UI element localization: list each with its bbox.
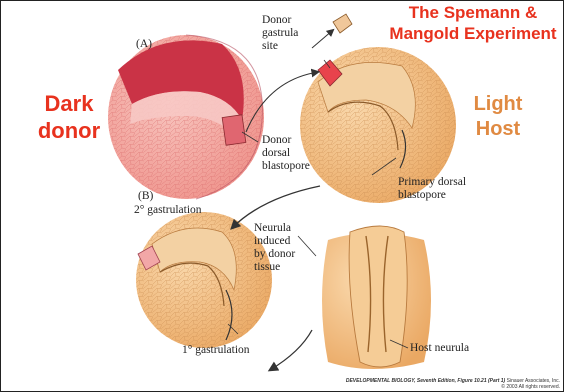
figure-title: The Spemann & Mangold Experiment [388, 2, 558, 44]
light-host-line-2: Host [458, 117, 538, 142]
light-host-line-1: Light [458, 92, 538, 117]
donor-dorsal-blastopore-label: Donor dorsal blastopore [262, 134, 310, 173]
donor-dorsal-blastopore-line-2: dorsal [262, 147, 310, 160]
donor-gastrula-site-label: Donor gastrula site [262, 14, 298, 53]
credit-book: DEVELOPMENTAL BIOLOGY, Seventh Edition, … [346, 378, 505, 384]
excised-tissue-piece [333, 14, 352, 33]
panel-label-b: (B) [138, 190, 153, 203]
leader-neurula-induced [298, 236, 316, 256]
credit-rights: © 2003 All rights reserved. [346, 384, 560, 390]
donor-dorsal-blastopore-line-3: blastopore [262, 160, 310, 173]
donor-dorsal-blastopore-line-1: Donor [262, 134, 310, 147]
figure-credit: DEVELOPMENTAL BIOLOGY, Seventh Edition, … [346, 378, 560, 390]
donor-gastrula-site-line-2: gastrula [262, 27, 298, 40]
neurula-induced-label: Neurula induced by donor tissue [254, 222, 295, 274]
arrow-to-neurula [270, 330, 312, 370]
arrow-excise [312, 30, 333, 48]
host-neurula-label: Host neurula [410, 342, 469, 355]
dark-donor-label: Dark donor [24, 90, 114, 144]
dark-donor-line-2: donor [24, 117, 114, 144]
donor-gastrula-site-line-1: Donor [262, 14, 298, 27]
panel-label-a: (A) [136, 38, 152, 51]
secondary-gastrulation-label: 2° gastrulation [134, 204, 202, 217]
title-line-2: Mangold Experiment [388, 23, 558, 44]
donor-embryo [108, 35, 264, 199]
primary-dorsal-blastopore-line-1: Primary dorsal [398, 176, 466, 189]
title-line-1: The Spemann & [388, 2, 558, 23]
neurula-induced-line-1: Neurula [254, 222, 295, 235]
neurula-induced-line-4: tissue [254, 261, 295, 274]
primary-dorsal-blastopore-label: Primary dorsal blastopore [398, 176, 466, 202]
neurula-induced-line-2: induced [254, 235, 295, 248]
dark-donor-line-1: Dark [24, 90, 114, 117]
primary-dorsal-blastopore-line-2: blastopore [398, 189, 466, 202]
donor-gastrula-site-line-3: site [262, 40, 298, 53]
neurula-induced-line-3: by donor [254, 248, 295, 261]
light-host-label: Light Host [458, 92, 538, 142]
gastrula-with-secondary [136, 212, 272, 348]
primary-gastrulation-label: 1° gastrulation [182, 344, 250, 357]
